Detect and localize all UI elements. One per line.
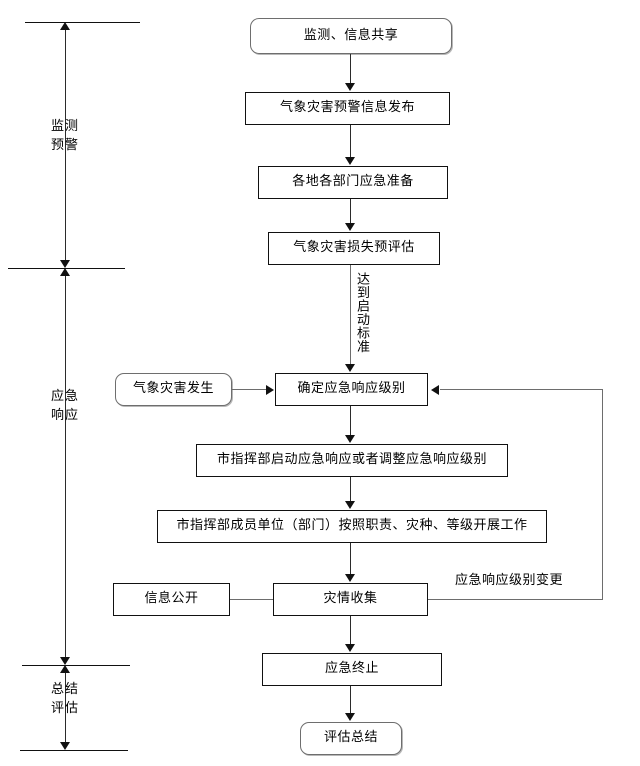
phase-label-response: 应急 响应	[35, 388, 95, 426]
node-loss-pre-assessment[interactable]: 气象灾害损失预评估	[268, 232, 440, 265]
phase-span-monitoring-line	[65, 26, 66, 264]
edge-n3-n4-arrow	[345, 223, 355, 231]
phase-divider-lower	[22, 665, 130, 666]
node-city-hq-start-or-adjust[interactable]: 市指挥部启动应急响应或者调整应急响应级别	[196, 444, 508, 477]
node-disaster-occurs[interactable]: 气象灾害发生	[115, 373, 232, 406]
edge-feedback-arrow	[431, 385, 439, 395]
edge-n6-n7-arrow	[345, 435, 355, 443]
phase-label-summary-line2: 评估	[50, 700, 79, 716]
node-departments-preparation[interactable]: 各地各部门应急准备	[258, 166, 448, 199]
node-label: 气象灾害损失预评估	[293, 240, 415, 256]
phase-span-response-line	[65, 272, 66, 661]
phase-span-summary-arrow-bottom	[60, 742, 70, 750]
node-determine-response-level[interactable]: 确定应急响应级别	[275, 373, 428, 406]
edge-n2-n3-arrow	[345, 157, 355, 165]
phase-label-summary: 总结 评估	[35, 681, 95, 719]
phase-span-response-arrow-top	[60, 268, 70, 276]
phase-label-summary-line1: 总结	[50, 682, 79, 697]
phase-label-monitoring-line1: 监测	[50, 119, 79, 134]
edge-n10-n11-arrow	[345, 644, 355, 652]
edge-n5-n6-line	[232, 389, 268, 390]
edge-n6-n7-line	[350, 406, 351, 436]
phase-divider-top	[25, 22, 140, 23]
edge-feedback-right-line	[602, 389, 603, 600]
node-label: 评估总结	[323, 730, 378, 746]
node-label: 气象灾害发生	[132, 381, 214, 397]
edge-n11-n12-arrow	[345, 713, 355, 721]
phase-label-monitoring: 监测 预警	[35, 118, 95, 156]
edge-n2-n3-line	[350, 125, 351, 158]
node-label: 市指挥部成员单位（部门）按照职责、灾种、等级开展工作	[176, 518, 528, 534]
edge-n8-n10-arrow	[345, 574, 355, 582]
node-label: 灾情收集	[323, 591, 378, 607]
edge-n11-n12-line	[350, 686, 351, 714]
phase-label-response-line1: 应急	[50, 389, 79, 404]
node-monitoring-info-sharing[interactable]: 监测、信息共享	[250, 18, 452, 54]
node-label: 应急终止	[324, 661, 379, 677]
edge-n10-n11-line	[350, 616, 351, 645]
edge-threshold-arrow	[345, 364, 355, 372]
node-label: 市指挥部启动应急响应或者调整应急响应级别	[216, 452, 487, 468]
node-label: 信息公开	[144, 591, 199, 607]
phase-span-summary-arrow-top	[60, 665, 70, 673]
phase-label-response-line2: 响应	[50, 407, 79, 423]
node-evaluation-summary[interactable]: 评估总结	[300, 722, 402, 755]
node-emergency-termination[interactable]: 应急终止	[262, 653, 442, 686]
phase-span-monitoring-arrow-bottom	[60, 260, 70, 268]
edge-n8-n10-line	[350, 543, 351, 575]
node-label: 各地各部门应急准备	[292, 174, 414, 190]
node-information-disclosure[interactable]: 信息公开	[113, 583, 230, 616]
node-warning-info-release[interactable]: 气象灾害预警信息发布	[245, 92, 450, 125]
edge-feedback-top-line	[440, 389, 603, 390]
edge-n7-n8-line	[350, 477, 351, 502]
node-disaster-info-collection[interactable]: 灾情收集	[273, 583, 428, 616]
node-label: 气象灾害预警信息发布	[279, 100, 415, 116]
node-label: 确定应急响应级别	[297, 381, 406, 397]
node-label: 监测、信息共享	[303, 27, 399, 43]
phase-divider-bottom	[20, 750, 128, 751]
phase-span-response-arrow-bottom	[60, 657, 70, 665]
edge-n5-n6-arrow	[266, 385, 274, 395]
edge-n7-n8-arrow	[345, 501, 355, 509]
edge-threshold-line	[350, 265, 351, 365]
edge-n1-n2-line	[350, 54, 351, 84]
edge-n9-n10-line	[230, 599, 273, 600]
edge-n1-n2-arrow	[345, 83, 355, 91]
edge-label-level-change: 应急响应级别变更	[455, 573, 564, 588]
edge-label-threshold: 达到启动标准	[354, 272, 370, 353]
phase-span-summary-line	[65, 669, 66, 746]
edge-n3-n4-line	[350, 199, 351, 224]
edge-feedback-bottom-line	[428, 599, 603, 600]
phase-span-monitoring-arrow-top	[60, 22, 70, 30]
node-member-units-duties[interactable]: 市指挥部成员单位（部门）按照职责、灾种、等级开展工作	[157, 510, 547, 543]
phase-label-monitoring-line2: 预警	[50, 137, 79, 153]
